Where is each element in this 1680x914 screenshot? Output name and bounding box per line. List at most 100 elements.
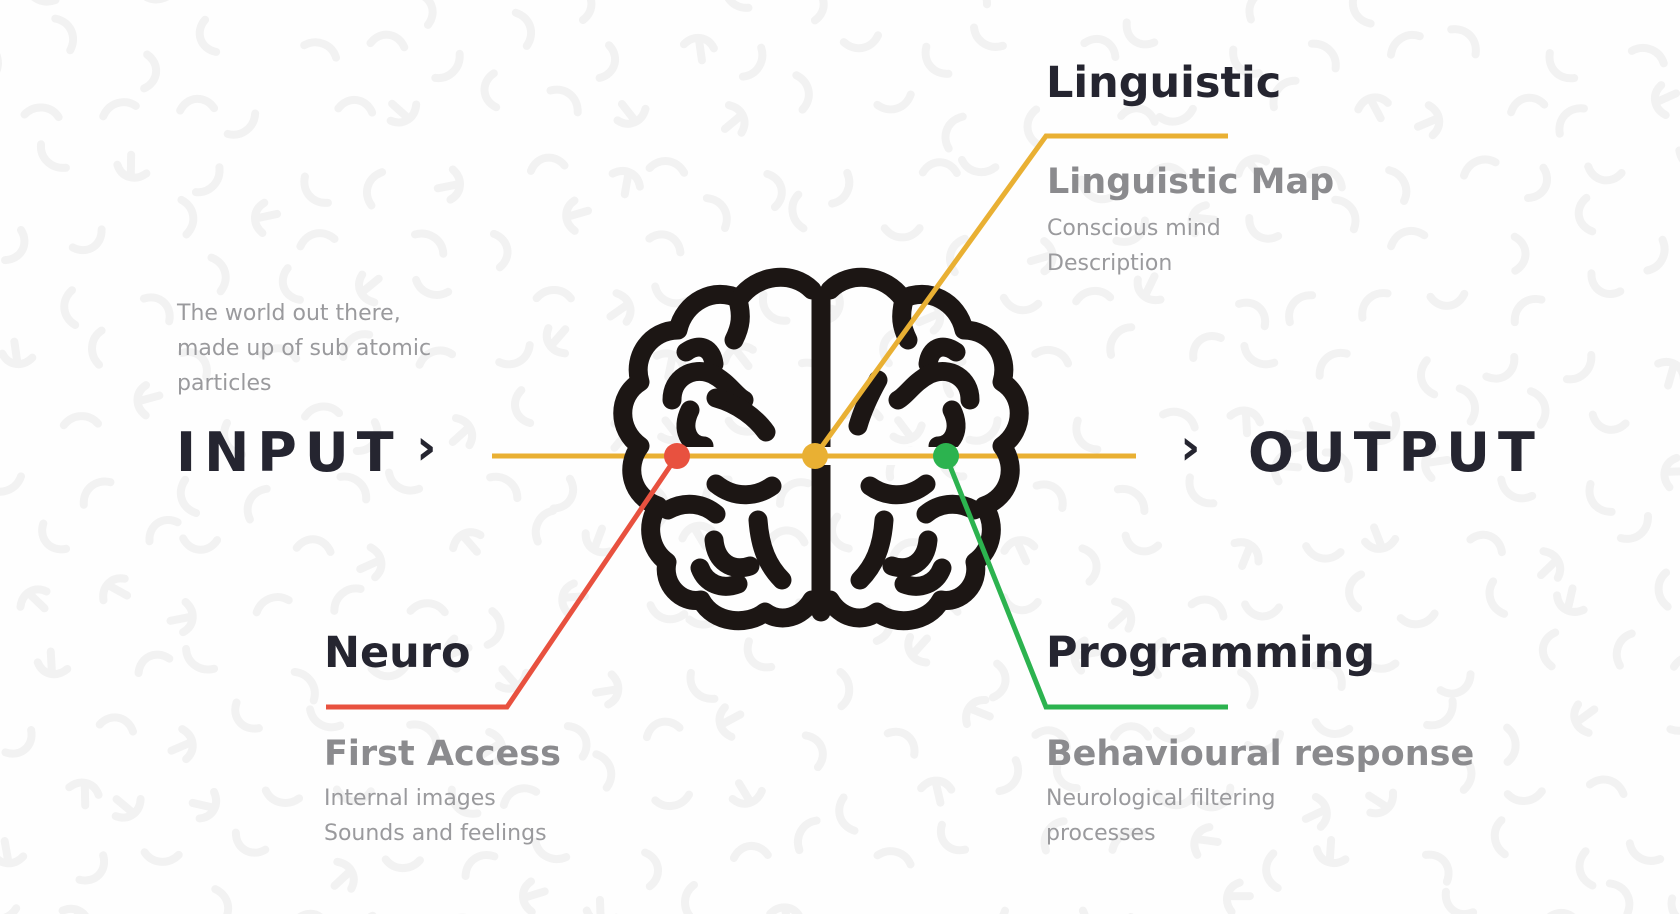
pattern-mark [1421,850,1453,886]
pattern-mark [68,225,106,255]
pattern-mark [1078,544,1101,586]
pattern-mark [33,647,72,679]
pattern-mark [1230,538,1263,570]
input-chevron-icon: › [416,418,437,476]
pattern-mark [1555,104,1588,138]
pattern-mark [1423,696,1457,730]
pattern-mark [1358,289,1392,322]
pattern-mark [542,324,570,358]
pattern-mark [449,528,485,556]
linguistic-connector [812,133,1228,458]
pattern-mark [758,290,791,325]
pattern-mark [258,344,301,363]
pattern-mark [167,725,197,764]
pattern-mark [251,198,282,238]
pattern-mark [1241,600,1283,621]
programming-title: Programming [1046,628,1376,678]
pattern-mark [1155,104,1197,126]
pattern-mark [1311,660,1346,692]
pattern-mark [58,904,93,914]
pattern-mark [766,903,803,914]
pattern-mark [75,851,109,885]
pattern-mark [702,194,731,233]
pattern-mark [99,98,140,121]
pattern-mark [1587,269,1625,298]
pattern-mark [1526,387,1550,429]
pattern-mark [1368,411,1401,446]
linguistic-desc-line: Description [1047,251,1173,276]
pattern-mark [411,0,437,29]
pattern-mark [1282,416,1314,453]
pattern-mark [921,42,953,78]
pattern-mark [1421,443,1452,482]
pattern-mark [562,196,593,235]
pattern-mark [1117,104,1159,126]
pattern-mark [332,785,375,805]
pattern-mark [252,593,293,617]
pattern-mark [1510,294,1546,327]
pattern-mark [563,722,591,761]
pattern-mark [1426,289,1469,310]
pattern-mark [1667,894,1680,914]
pattern-mark [999,293,1043,315]
pattern-mark [743,637,776,672]
pattern-mark [546,85,582,117]
pattern-mark [1306,166,1346,192]
pattern-mark [873,847,915,869]
pattern-mark [679,34,718,65]
pattern-mark [188,787,221,823]
pattern-mark [140,50,161,93]
pattern-mark [582,895,621,914]
pattern-mark [1077,175,1116,204]
pattern-mark [0,837,28,868]
pattern-mark [1365,788,1398,818]
pattern-mark [511,8,536,50]
pattern-mark [763,169,786,212]
pattern-mark [904,632,931,667]
pattern-mark [79,477,115,509]
pattern-mark [957,155,1000,177]
pattern-mark [889,416,926,444]
pattern-mark [788,190,808,233]
pattern-mark [296,229,339,251]
pattern-mark [1234,154,1271,183]
programming-desc-line: Neurological filtering [1046,786,1276,811]
pattern-mark [59,412,102,430]
pattern-mark [1229,45,1263,78]
pattern-mark [366,30,409,52]
pattern-mark [715,703,745,741]
input-description: The world out there, made up of sub atom… [177,296,431,401]
pattern-mark [447,785,482,818]
pattern-mark [191,163,224,197]
pattern-mark [140,848,183,866]
pattern-mark [1666,706,1680,735]
pattern-mark [1575,847,1597,890]
pattern-mark [1396,609,1439,629]
pattern-mark [1654,358,1680,390]
pattern-mark [1490,816,1509,859]
pattern-mark [995,756,1023,796]
pattern-mark [88,326,106,369]
pattern-mark [1052,754,1081,793]
pattern-mark [1482,352,1519,383]
pattern-mark [1112,216,1149,246]
pattern-mark [415,346,457,369]
pattern-mark [1503,723,1520,766]
pattern-mark [1455,384,1479,426]
pattern-mark [970,23,1007,51]
pattern-mark [1031,345,1073,368]
pattern-mark [195,15,221,56]
pattern-mark [367,661,411,681]
pattern-mark [1110,722,1153,741]
linguistic-title: Linguistic [1046,58,1282,108]
pattern-mark [489,229,512,272]
pattern-mark [1507,93,1549,117]
pattern-mark [581,524,614,557]
pattern-mark [1312,835,1350,867]
pattern-mark [1271,449,1303,486]
pattern-mark [1196,783,1235,812]
pattern-mark [1080,35,1120,61]
pattern-mark [839,31,883,53]
pattern-mark [1345,570,1366,613]
